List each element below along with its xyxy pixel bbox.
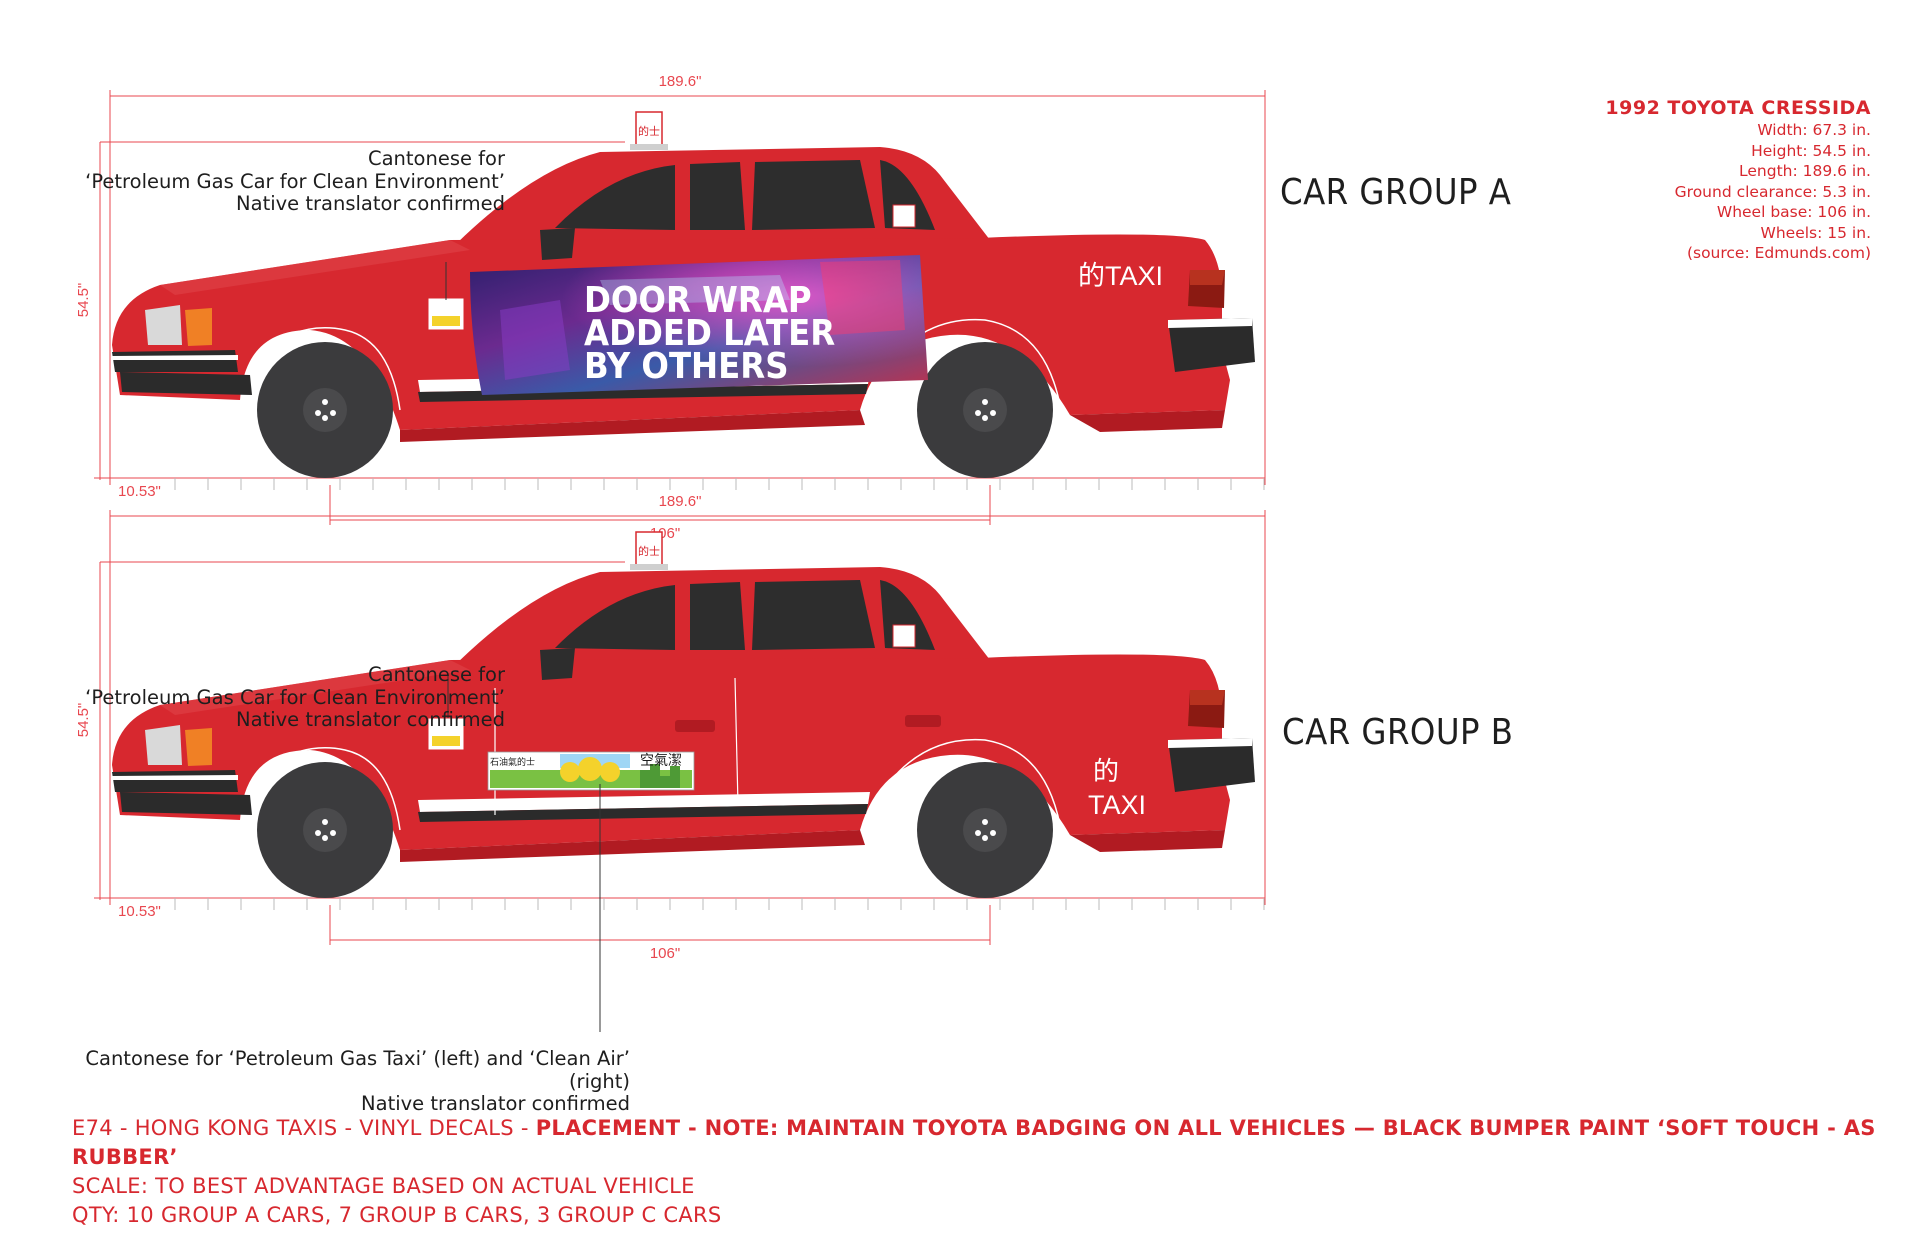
wheelbase-label-b: 106" xyxy=(650,945,680,962)
footer-line-1-plain: E74 - HONG KONG TAXIS - VINYL DECALS - xyxy=(72,1116,536,1140)
door-wrap-a xyxy=(470,255,928,395)
decal-callout-line-1: Cantonese for ‘Petroleum Gas Taxi’ (left… xyxy=(85,1047,630,1093)
car-group-b: 石油氣的士 空氣潔 的 TAXI 的士 189.6" 54.5" 10.53" … xyxy=(75,493,1266,1032)
height-label-b: 54.5" xyxy=(75,703,92,738)
decal-callout: Cantonese for ‘Petroleum Gas Taxi’ (left… xyxy=(30,1047,630,1116)
length-label-b: 189.6" xyxy=(659,493,702,510)
vehicle-specs: 1992 TOYOTA CRESSIDA Width: 67.3 in. Hei… xyxy=(1605,96,1871,264)
callout-b-line-2: ‘Petroleum Gas Car for Clean Environment… xyxy=(85,685,505,709)
footer-line-3: QTY: 10 GROUP A CARS, 7 GROUP B CARS, 3 … xyxy=(72,1203,722,1227)
decal-text-left: 石油氣的士 xyxy=(490,756,535,767)
spec-wheel-base: Wheel base: 106 in. xyxy=(1716,203,1871,221)
callout-b: Cantonese for ‘Petroleum Gas Car for Cle… xyxy=(0,663,505,732)
car-group-a: DOOR WRAP ADDED LATER BY OTHERS 的TAXI 的士… xyxy=(75,73,1266,542)
clearance-label-a: 10.53" xyxy=(118,483,161,500)
callout-b-line-1: Cantonese for xyxy=(367,663,505,686)
footer-line-1-bold: PLACEMENT - NOTE: MAINTAIN TOYOTA BADGIN… xyxy=(72,1116,1876,1169)
footer-line-2: SCALE: TO BEST ADVANTAGE BASED ON ACTUAL… xyxy=(72,1174,695,1198)
door-wrap-text-1: DOOR WRAP xyxy=(584,280,812,321)
roof-sign-b: 的士 xyxy=(638,544,660,558)
group-a-title: CAR GROUP A xyxy=(1280,172,1512,213)
callout-a: Cantonese for ‘Petroleum Gas Car for Cle… xyxy=(0,147,505,216)
callout-a-line-1: Cantonese for xyxy=(367,147,505,170)
spec-wheels: Wheels: 15 in. xyxy=(1760,223,1871,242)
roof-sign-a: 的士 xyxy=(638,124,660,138)
spec-source: (source: Edmunds.com) xyxy=(1686,244,1871,262)
group-b-title: CAR GROUP B xyxy=(1282,712,1514,753)
door-handle-rear xyxy=(905,715,941,727)
spec-length: Length: 189.6 in. xyxy=(1739,162,1871,180)
door-wrap-text-3: BY OTHERS xyxy=(584,346,789,387)
door-handle-front xyxy=(675,720,715,732)
footer-notes: E74 - HONG KONG TAXIS - VINYL DECALS - P… xyxy=(72,1114,1920,1230)
spec-width: Width: 67.3 in. xyxy=(1757,121,1871,139)
taxi-badge-bottom-b: TAXI xyxy=(1088,790,1146,820)
callout-a-line-2: ‘Petroleum Gas Car for Clean Environment… xyxy=(85,169,505,193)
length-label-a: 189.6" xyxy=(659,73,702,90)
taxi-badge-top-b: 的 xyxy=(1093,756,1119,786)
height-label-a: 54.5" xyxy=(75,283,92,318)
decal-callout-line-2: Native translator confirmed xyxy=(361,1092,630,1115)
spec-ground-clearance: Ground clearance: 5.3 in. xyxy=(1674,182,1871,201)
ground-ticks-b xyxy=(174,898,1265,910)
specs-title: 1992 TOYOTA CRESSIDA xyxy=(1605,97,1871,119)
clean-air-decal xyxy=(487,751,695,791)
spec-height: Height: 54.5 in. xyxy=(1751,141,1871,160)
callout-b-line-3: Native translator confirmed xyxy=(236,708,505,731)
callout-a-line-3: Native translator confirmed xyxy=(236,192,505,215)
clearance-label-b: 10.53" xyxy=(118,903,161,920)
decal-text-right: 空氣潔 xyxy=(640,752,682,768)
ground-ticks-a xyxy=(174,478,1265,490)
footer-line-1: E74 - HONG KONG TAXIS - VINYL DECALS - P… xyxy=(72,1114,1920,1172)
taxi-badge-a: 的TAXI xyxy=(1078,261,1163,291)
door-wrap-text-2: ADDED LATER xyxy=(584,313,835,354)
door-seams-b xyxy=(494,677,739,815)
